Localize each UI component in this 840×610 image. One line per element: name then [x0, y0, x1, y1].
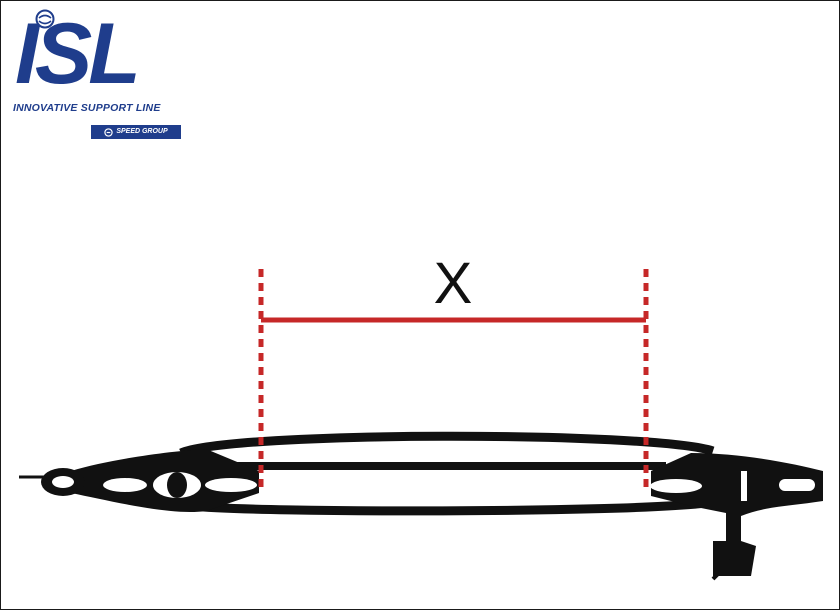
rope-outer-loop	[179, 431, 715, 458]
logo-badge-text: SPEED GROUP	[116, 128, 168, 135]
isl-logo: ISL INNOVATIVE SUPPORT LINE SPEED GROUP	[13, 7, 183, 139]
right-taper	[651, 453, 823, 576]
measurement-guide: X	[258, 251, 649, 489]
speed-group-icon	[104, 127, 113, 137]
globe-icon	[35, 9, 55, 29]
rope-loops	[179, 431, 715, 516]
measurement-label: X	[434, 251, 473, 316]
logo-badge: SPEED GROUP	[91, 125, 181, 139]
right-rope-end	[650, 453, 823, 581]
logo-tagline: INNOVATIVE SUPPORT LINE	[13, 102, 161, 114]
logo-letters: ISL	[15, 6, 141, 102]
rope-bottom-loop	[190, 498, 707, 516]
left-rope-end	[19, 449, 259, 512]
